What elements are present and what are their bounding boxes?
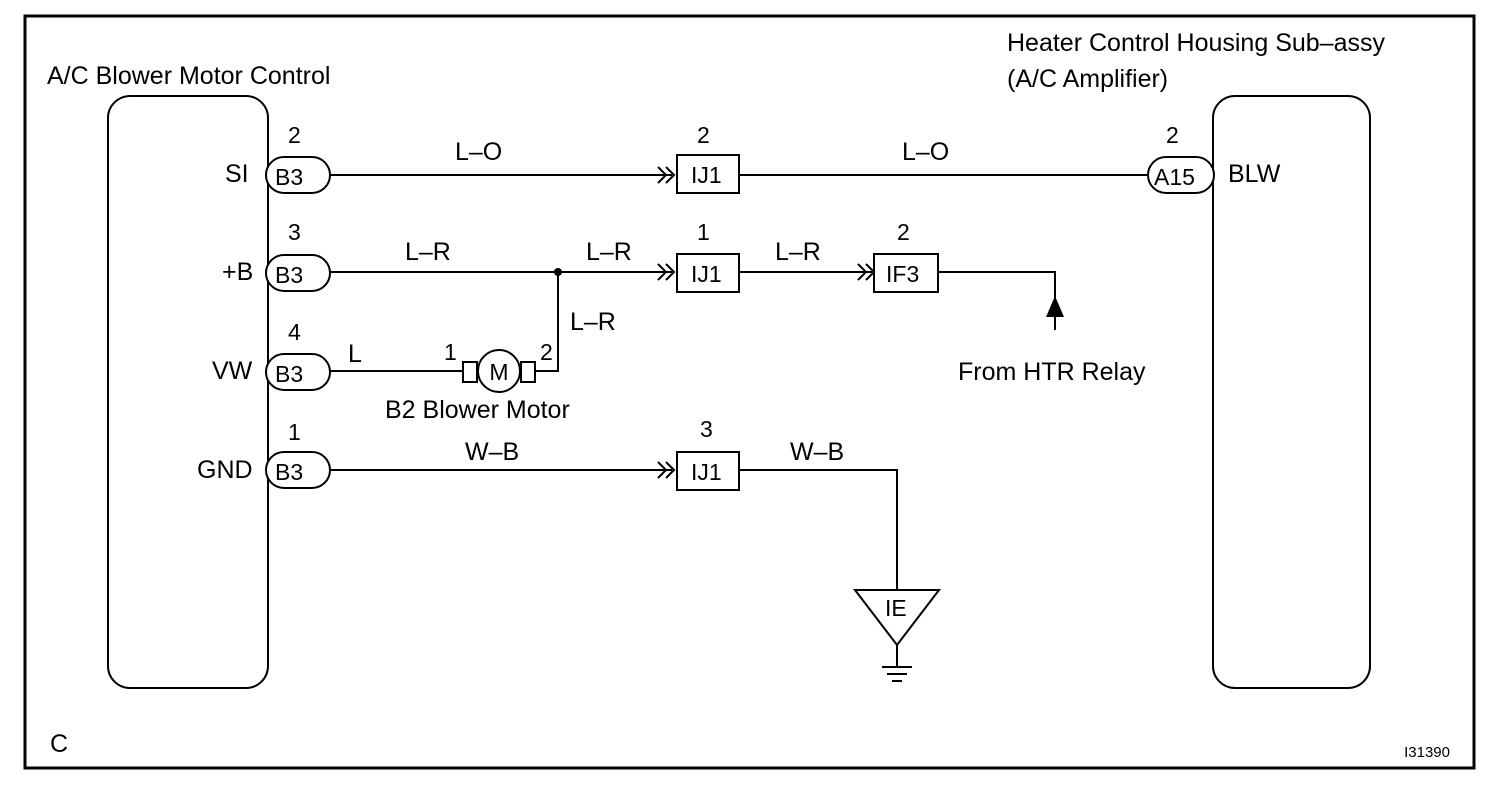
motor-pin-right: 2 <box>540 339 553 365</box>
wire-to-htr-relay <box>938 271 1056 330</box>
motor-label: B2 Blower Motor <box>385 396 570 424</box>
junction-label-si: IJ1 <box>691 162 722 188</box>
junction-ij1-plus-b <box>676 253 740 293</box>
motor-letter: M <box>489 359 508 385</box>
left-component-title: A/C Blower Motor Control <box>47 62 330 90</box>
corner-letter: C <box>50 730 68 758</box>
terminal-label-plus-b: +B <box>222 258 253 286</box>
wire-label-plus-b-1: L–R <box>405 238 451 266</box>
connector-label-vw: B3 <box>275 361 303 387</box>
terminal-label-si: SI <box>225 160 249 188</box>
arrow-gnd <box>657 461 676 479</box>
wire-label-vw: L <box>348 340 362 368</box>
ground-point-triangle <box>852 589 942 647</box>
connector-label-si: B3 <box>275 164 303 190</box>
wire-label-gnd-left: W–B <box>465 438 519 466</box>
pin-number-vw: 4 <box>288 319 301 345</box>
junction-label-gnd: IJ1 <box>691 459 722 485</box>
motor-terminal-right <box>520 361 536 383</box>
motor-symbol <box>477 349 521 393</box>
junction-pin-if3: 2 <box>897 219 910 245</box>
wire-splice-to-motor <box>535 272 559 372</box>
motor-pin-left: 1 <box>444 339 457 365</box>
connector-label-gnd: B3 <box>275 459 303 485</box>
connector-label-plus-b: B3 <box>275 262 303 288</box>
arrow-plus-b <box>657 263 676 281</box>
htr-relay-arrow <box>1046 296 1064 317</box>
junction-ij1-gnd <box>676 451 740 491</box>
wire-label-splice-down: L–R <box>570 308 616 336</box>
diagram-frame <box>23 14 1476 770</box>
pin-number-gnd: 1 <box>288 419 301 445</box>
junction-pin-plus-b: 1 <box>697 219 710 245</box>
ground-icon <box>882 666 912 682</box>
pin-number-blw: 2 <box>1166 122 1179 148</box>
connector-a15 <box>1147 156 1215 194</box>
junction-label-plus-b: IJ1 <box>691 261 722 287</box>
terminal-label-gnd: GND <box>197 456 253 484</box>
junction-pin-gnd: 3 <box>700 416 713 442</box>
wire-label-plus-b-2: L–R <box>586 238 632 266</box>
terminal-label-blw: BLW <box>1228 160 1281 188</box>
terminal-label-vw: VW <box>212 357 253 385</box>
motor-terminal-left <box>462 361 478 383</box>
wire-label-gnd-right: W–B <box>790 438 844 466</box>
right-component-body <box>1212 95 1371 689</box>
junction-pin-si: 2 <box>697 122 710 148</box>
connector-label-a15: A15 <box>1154 164 1195 190</box>
junction-label-if3: IF3 <box>886 261 919 287</box>
right-component-title-line2: (A/C Amplifier) <box>1007 65 1168 93</box>
htr-relay-label: From HTR Relay <box>958 358 1146 386</box>
junction-if3 <box>873 253 939 293</box>
ground-point-label: IE <box>885 595 907 621</box>
pin-number-si: 2 <box>288 122 301 148</box>
wire-label-si-right: L–O <box>902 138 949 166</box>
arrow-si <box>657 166 676 184</box>
left-component-body <box>107 95 269 689</box>
junction-ij1-si <box>676 154 740 194</box>
wire-label-si-left: L–O <box>455 138 502 166</box>
wire-gnd-right <box>739 469 898 590</box>
right-component-title-line1: Heater Control Housing Sub–assy <box>1007 29 1385 57</box>
pin-number-plus-b: 3 <box>288 219 301 245</box>
figure-id: I31390 <box>1404 744 1450 761</box>
wire-label-plus-b-3: L–R <box>775 238 821 266</box>
